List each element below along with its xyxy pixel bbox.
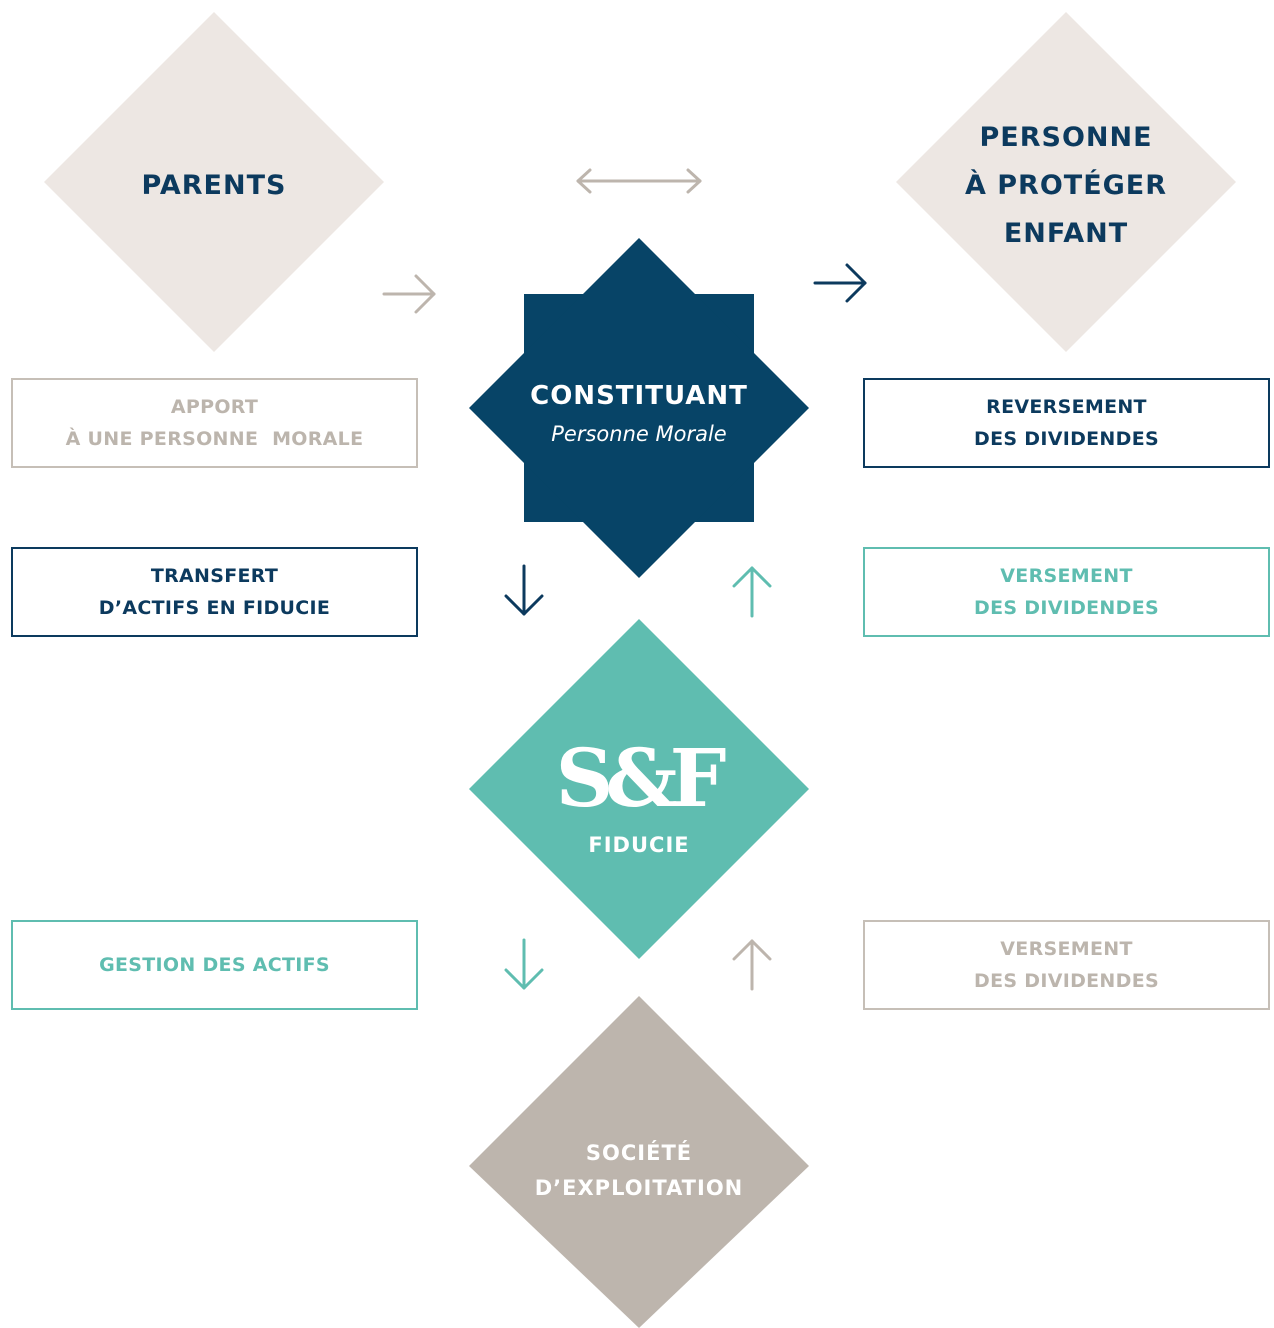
apport-line-2: À UNE PERSONNE MORALE	[65, 428, 364, 450]
constituant-subtitle: Personne Morale	[551, 422, 726, 446]
societe-diamond	[469, 996, 809, 1328]
fiducie-logo: S&F	[556, 731, 726, 825]
parents-label: PARENTS	[142, 170, 287, 201]
personne-label-line-2: À PROTÉGER	[965, 169, 1167, 201]
gestion-line-1: GESTION DES ACTIFS	[99, 954, 330, 976]
versement-teal-line-2: DES DIVIDENDES	[974, 597, 1159, 619]
societe-label-line-1: SOCIÉTÉ	[586, 1140, 692, 1165]
reversement-box: REVERSEMENT DES DIVIDENDES	[863, 378, 1270, 468]
versement-grey-line-2: DES DIVIDENDES	[974, 970, 1159, 992]
arrow-up-icon	[732, 566, 772, 618]
versement-teal-box: VERSEMENT DES DIVIDENDES	[863, 547, 1270, 637]
personne-node: PERSONNE À PROTÉGER ENFANT	[896, 12, 1236, 352]
personne-label-line-3: ENFANT	[1004, 218, 1128, 249]
gestion-box: GESTION DES ACTIFS	[11, 920, 418, 1010]
arrow-down-icon	[504, 938, 544, 990]
personne-label-line-1: PERSONNE	[979, 122, 1152, 153]
reversement-line-2: DES DIVIDENDES	[974, 428, 1159, 450]
societe-label-line-2: D’EXPLOITATION	[535, 1176, 744, 1200]
fiducie-diamond	[469, 619, 809, 959]
constituant-star-diamond	[469, 238, 809, 578]
parents-node: PARENTS	[44, 12, 384, 352]
versement-teal-line-1: VERSEMENT	[1000, 565, 1133, 587]
transfert-line-1: TRANSFERT	[150, 565, 279, 587]
transfert-box: TRANSFERT D’ACTIFS EN FIDUCIE	[11, 547, 418, 637]
fiducie-label: FIDUCIE	[588, 833, 689, 857]
arrow-up-icon	[732, 939, 772, 991]
societe-node: SOCIÉTÉ D’EXPLOITATION	[469, 996, 809, 1328]
fiducie-node: S&F FIDUCIE	[469, 619, 809, 959]
versement-grey-line-1: VERSEMENT	[1000, 938, 1133, 960]
personne-diamond	[896, 12, 1236, 352]
constituant-title: CONSTITUANT	[530, 381, 748, 411]
versement-grey-box: VERSEMENT DES DIVIDENDES	[863, 920, 1270, 1010]
constituant-node: CONSTITUANT Personne Morale	[469, 238, 809, 578]
arrow-right-icon	[813, 263, 867, 303]
arrow-down-icon	[504, 564, 544, 616]
arrow-right-icon	[382, 274, 436, 314]
apport-box: APPORT À UNE PERSONNE MORALE	[11, 378, 418, 468]
transfert-line-2: D’ACTIFS EN FIDUCIE	[98, 597, 331, 619]
reversement-line-1: REVERSEMENT	[986, 396, 1147, 418]
apport-line-1: APPORT	[170, 396, 259, 418]
double-arrow-horizontal-icon	[576, 168, 702, 194]
parents-diamond	[44, 12, 384, 352]
